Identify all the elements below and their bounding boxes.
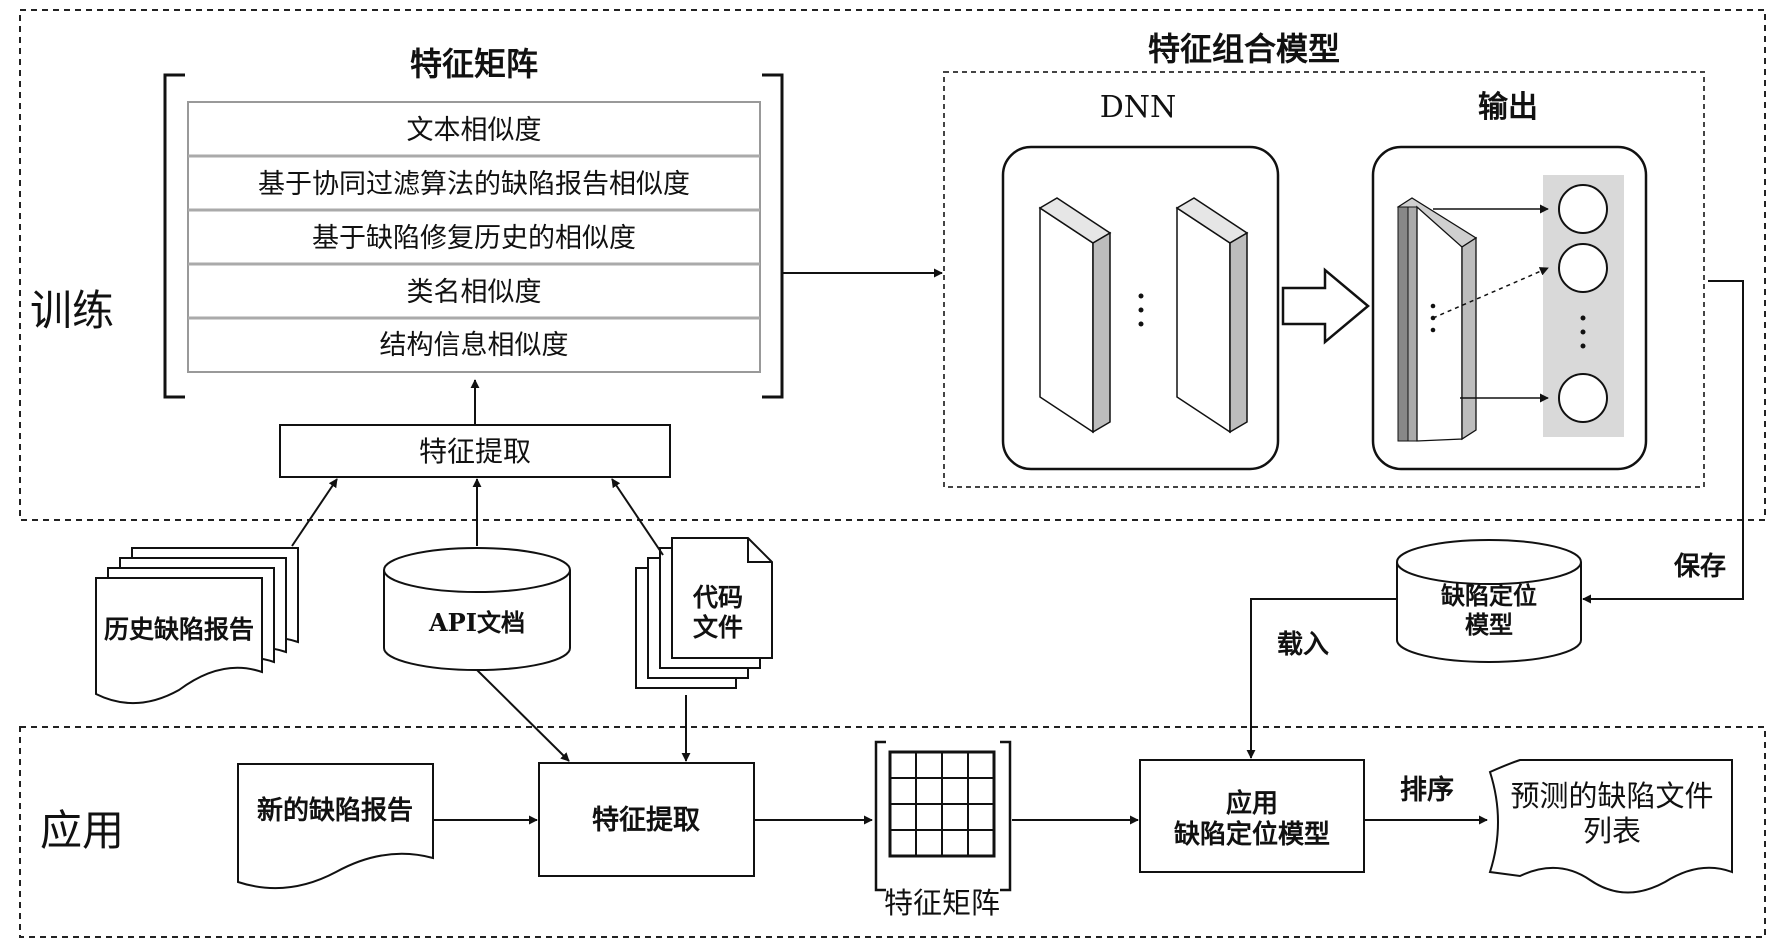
- training-label: 训练: [30, 286, 114, 335]
- feature-row-text-similarity: 文本相似度: [407, 115, 542, 146]
- sort-label: 排序: [1400, 774, 1454, 806]
- dnn-label: DNN: [1100, 90, 1177, 125]
- dnn-layer-1: [1040, 198, 1110, 432]
- api-docs-label: API文档: [428, 608, 525, 637]
- bug-reports-label: 历史缺陷报告: [104, 615, 254, 644]
- output-layer: [1398, 198, 1476, 441]
- feature-matrix-grid-icon: [876, 742, 1010, 890]
- dnn-layer-2: [1177, 198, 1247, 432]
- arrow-api-to-app-extract: [477, 670, 569, 761]
- feature-row-structure-similarity: 结构信息相似度: [380, 330, 569, 361]
- save-label: 保存: [1673, 552, 1726, 582]
- feature-row-classname-similarity: 类名相似度: [407, 277, 542, 308]
- load-label: 载入: [1277, 630, 1329, 660]
- feature-matrix-title: 特征矩阵: [410, 45, 538, 83]
- arrow-reports-to-extract: [292, 479, 337, 546]
- feature-matrix-bracket-right: [762, 75, 782, 397]
- application-label: 应用: [40, 806, 124, 855]
- feature-row-cf-similarity: 基于协同过滤算法的缺陷报告相似度: [258, 169, 690, 200]
- new-report-doc-icon: [238, 764, 433, 888]
- arrow-load-model: [1251, 599, 1397, 758]
- new-report-label: 新的缺陷报告: [257, 795, 413, 826]
- arrow-code-to-extract: [612, 479, 663, 555]
- output-label: 输出: [1478, 90, 1538, 125]
- feature-matrix-bracket-left: [165, 75, 185, 397]
- feature-row-fix-history-similarity: 基于缺陷修复历史的相似度: [312, 223, 636, 254]
- code-files-label: 代码文件: [692, 583, 743, 642]
- model-title: 特征组合模型: [1148, 30, 1340, 68]
- feature-extraction-app-label: 特征提取: [592, 805, 700, 836]
- feature-matrix-app-label: 特征矩阵: [884, 886, 1000, 920]
- feature-extraction-train-label: 特征提取: [419, 435, 531, 468]
- dnn-to-output-block-arrow: [1283, 270, 1368, 342]
